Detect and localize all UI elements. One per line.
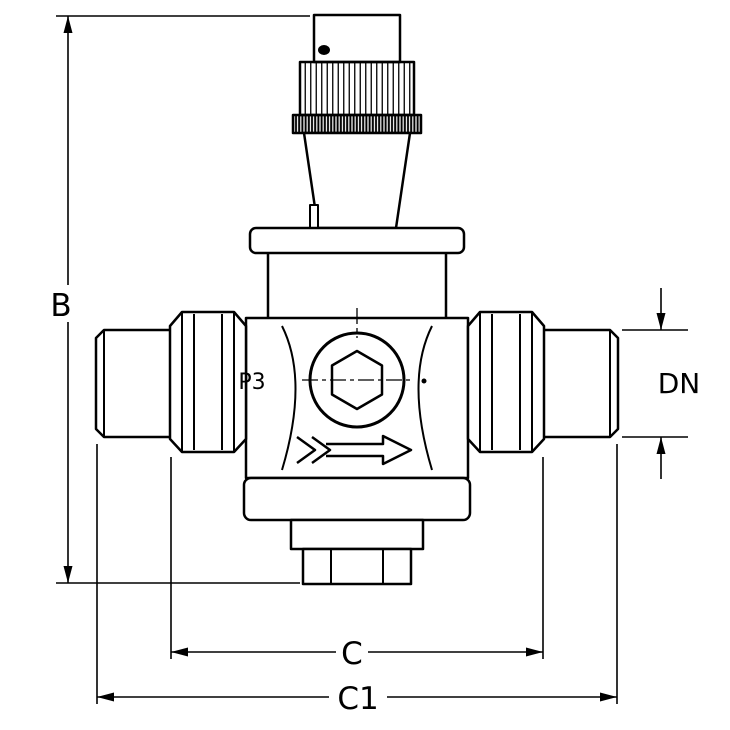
dimension-c1	[96, 444, 618, 716]
dimension-label-dn: DN	[658, 367, 701, 400]
gauge-port-dot	[421, 378, 427, 384]
hex-socket	[330, 349, 384, 411]
dimension-dn	[622, 288, 688, 479]
left-union-nut	[168, 310, 248, 454]
left-pipe-end	[94, 328, 170, 439]
body-contour-right	[417, 325, 433, 471]
right-pipe-end	[544, 328, 620, 439]
arrowhead-up-icon	[63, 16, 73, 33]
lock-ring	[291, 113, 423, 135]
right-union-nut-flats	[479, 312, 533, 452]
arrowhead-down-icon	[63, 566, 73, 583]
label-backing	[47, 285, 75, 322]
label-backing	[329, 678, 387, 716]
bottom-neck	[289, 518, 425, 551]
body-marking-p3: P3	[238, 370, 265, 395]
spring-bonnet	[302, 131, 412, 230]
dimension-label-b: B	[50, 288, 71, 324]
upper-flange	[248, 226, 466, 255]
dimension-label-c1: C1	[337, 681, 378, 717]
arrowhead-right-icon	[600, 692, 617, 702]
knurled-adjuster	[298, 60, 416, 117]
right-union-nut	[466, 310, 546, 454]
cap-dot	[318, 45, 330, 55]
dimension-b	[47, 15, 310, 584]
bottom-flange	[242, 476, 472, 522]
label-backing	[336, 633, 368, 671]
arrowhead-left-icon	[171, 647, 188, 657]
valve-drawing	[94, 13, 620, 586]
arrowhead-left-icon	[97, 692, 114, 702]
arrowhead-down-icon	[656, 313, 666, 330]
bottom-hex-plug-flats	[330, 549, 384, 584]
flow-arrow	[326, 434, 413, 466]
arrowhead-up-icon	[656, 437, 666, 454]
flow-arrow-chevrons	[296, 435, 332, 465]
arrowhead-right-icon	[526, 647, 543, 657]
adjustment-cap	[312, 13, 402, 64]
left-union-nut-flats	[181, 312, 235, 452]
upper-body	[266, 253, 448, 318]
bottom-hex-plug	[301, 547, 413, 586]
dimension-label-c: C	[341, 636, 363, 672]
dimension-c	[170, 457, 544, 671]
bonnet-tab	[309, 204, 319, 229]
body-contour-left	[281, 325, 297, 471]
